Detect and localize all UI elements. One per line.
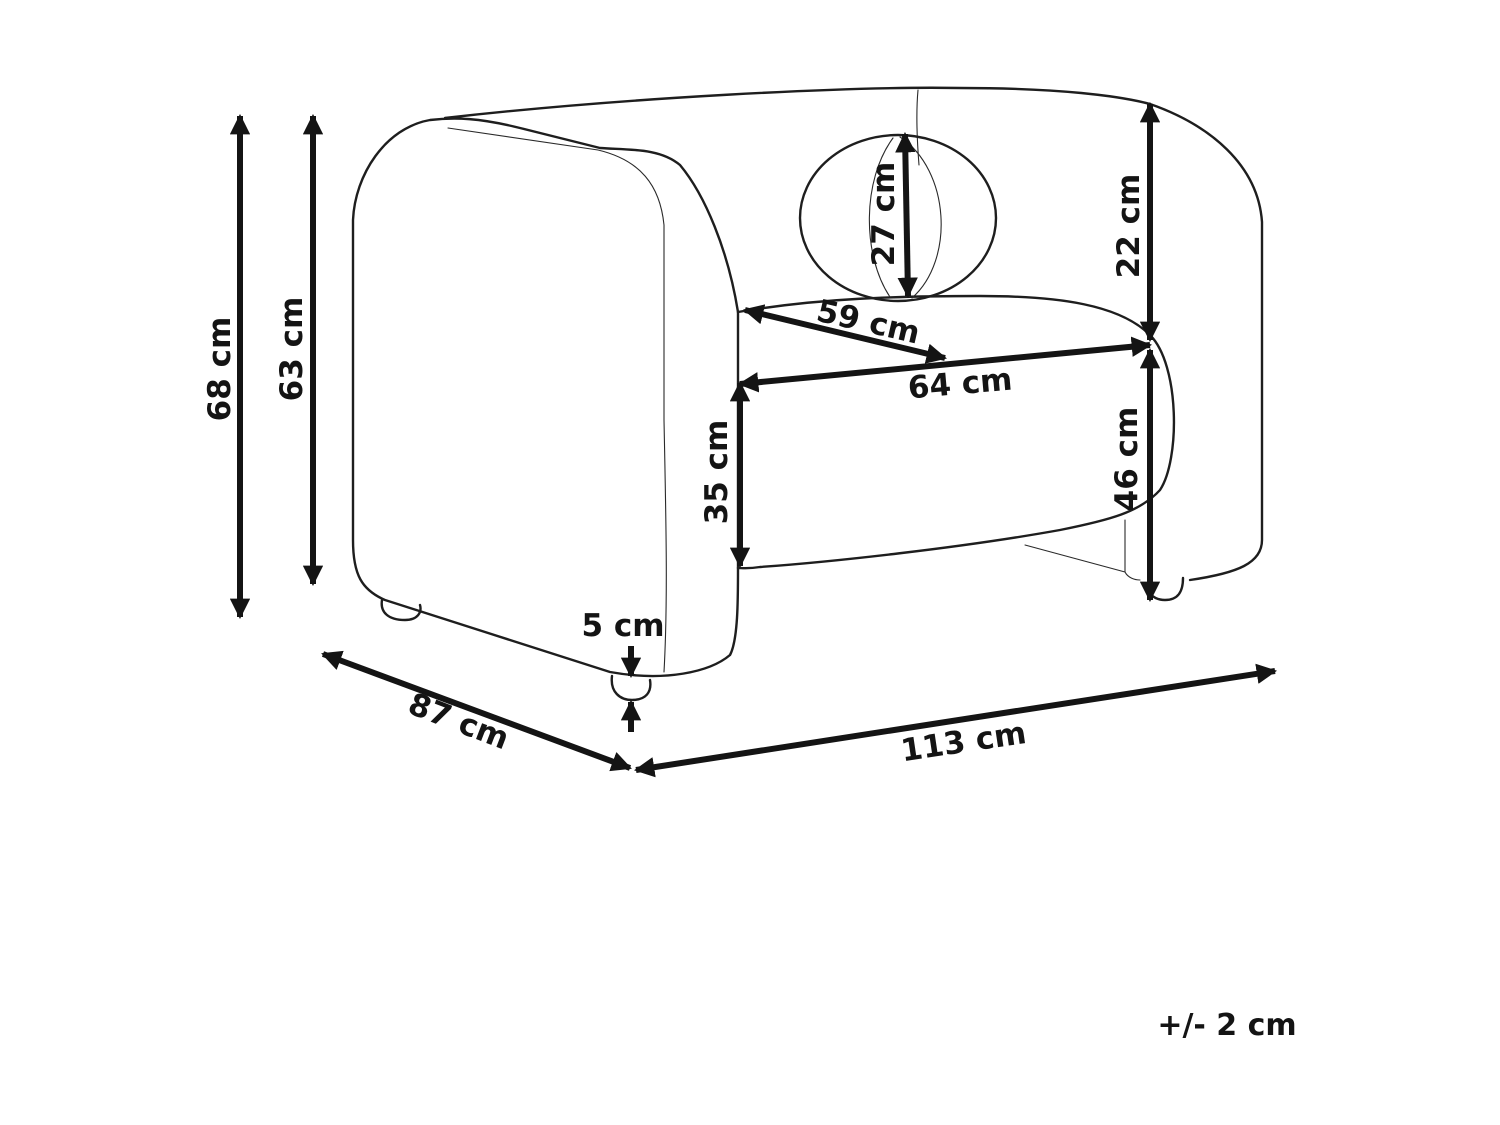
leg-front xyxy=(610,674,652,702)
right-base-line xyxy=(1024,544,1126,573)
arrow-depth xyxy=(321,650,632,772)
label-seat-height-front: 35 cm xyxy=(699,420,735,525)
arrow-cushion-diameter xyxy=(895,131,918,299)
left-arm-panel-line xyxy=(447,127,667,673)
seat-cushion xyxy=(736,294,1176,570)
dimension-arrows xyxy=(229,101,1278,778)
label-cushion-diameter: 27 cm xyxy=(866,162,902,267)
backrest-outline xyxy=(443,86,1264,582)
label-total-height: 68 cm xyxy=(202,317,238,422)
label-seat-height: 46 cm xyxy=(1109,407,1145,512)
label-width: 113 cm xyxy=(898,715,1028,769)
label-seat-width: 64 cm xyxy=(906,362,1013,407)
right-arm-inner xyxy=(1124,519,1141,581)
arrow-seat-width xyxy=(737,336,1153,393)
label-depth: 87 cm xyxy=(403,686,514,757)
left-arm-outline xyxy=(351,117,740,678)
leg-back-left xyxy=(380,598,422,622)
label-leg-height: 5 cm xyxy=(581,608,664,644)
leg-back-right xyxy=(1148,576,1185,602)
round-cushion-seam-inner xyxy=(868,137,894,298)
tolerance-note: +/- 2 cm xyxy=(1157,1008,1296,1043)
backrest-seam xyxy=(916,89,920,166)
label-backrest-height: 22 cm xyxy=(1111,174,1147,279)
dimension-labels: 68 cm 63 cm 27 cm 22 cm 59 cm 64 cm 35 c… xyxy=(202,162,1297,1043)
label-armrest-height: 63 cm xyxy=(274,297,310,402)
arrow-width xyxy=(633,663,1278,778)
